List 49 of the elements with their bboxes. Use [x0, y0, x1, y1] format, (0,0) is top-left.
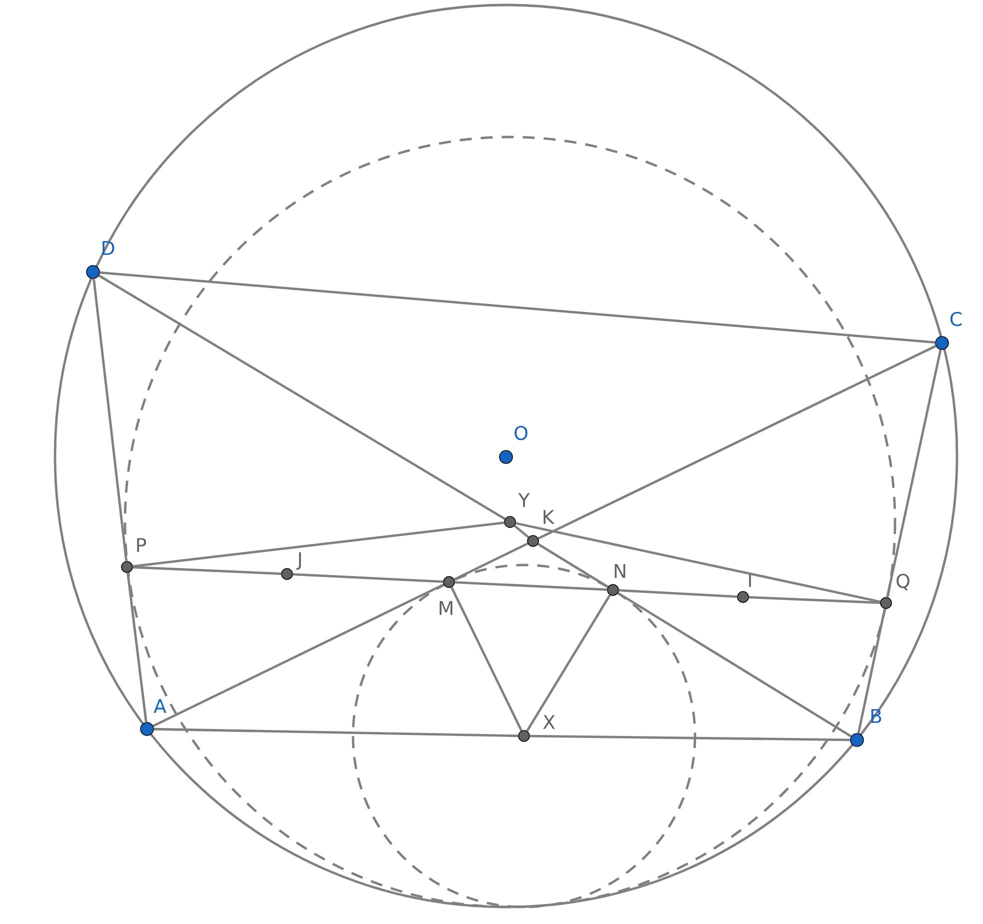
segment	[748, 596, 880, 604]
segment	[538, 344, 936, 540]
segment	[454, 581, 608, 591]
segment	[292, 573, 444, 583]
node-label: J	[296, 552, 301, 570]
node-label: M	[440, 601, 452, 615]
point: M	[440, 576, 455, 615]
node-label: O	[514, 426, 528, 440]
node-label: A	[154, 699, 166, 713]
segment	[132, 522, 504, 568]
segment	[132, 566, 282, 575]
point: O	[499, 426, 528, 464]
segment	[126, 572, 148, 722]
point: D	[86, 241, 114, 279]
point: J	[281, 552, 301, 580]
node-label: B	[871, 709, 882, 723]
node-label: P	[137, 538, 146, 552]
segment	[526, 594, 611, 732]
segment	[100, 271, 936, 344]
segment	[617, 592, 852, 738]
point: B	[850, 709, 882, 747]
node-label: X	[543, 715, 555, 729]
node-label: Y	[518, 493, 530, 507]
segment	[886, 350, 942, 598]
segment	[454, 542, 528, 580]
segment	[618, 589, 738, 598]
point: X	[518, 715, 555, 742]
point: Y	[504, 493, 530, 528]
segment	[450, 586, 522, 732]
segment	[98, 274, 506, 520]
node-label: Q	[896, 574, 910, 590]
segment	[92, 278, 128, 562]
point: A	[140, 699, 166, 736]
segment	[154, 728, 518, 738]
node-label: C	[950, 312, 962, 326]
point: N	[607, 564, 626, 596]
segment	[857, 608, 886, 734]
point: K	[527, 510, 555, 547]
segment	[516, 522, 880, 603]
point: C	[935, 312, 962, 350]
point: P	[121, 538, 146, 573]
segment	[514, 524, 530, 538]
node-label: K	[544, 510, 555, 524]
segment	[152, 584, 444, 728]
segment	[537, 543, 609, 588]
node-label: N	[614, 564, 626, 578]
segment	[530, 734, 850, 742]
node-label: D	[102, 241, 114, 255]
point: Q	[880, 574, 910, 609]
